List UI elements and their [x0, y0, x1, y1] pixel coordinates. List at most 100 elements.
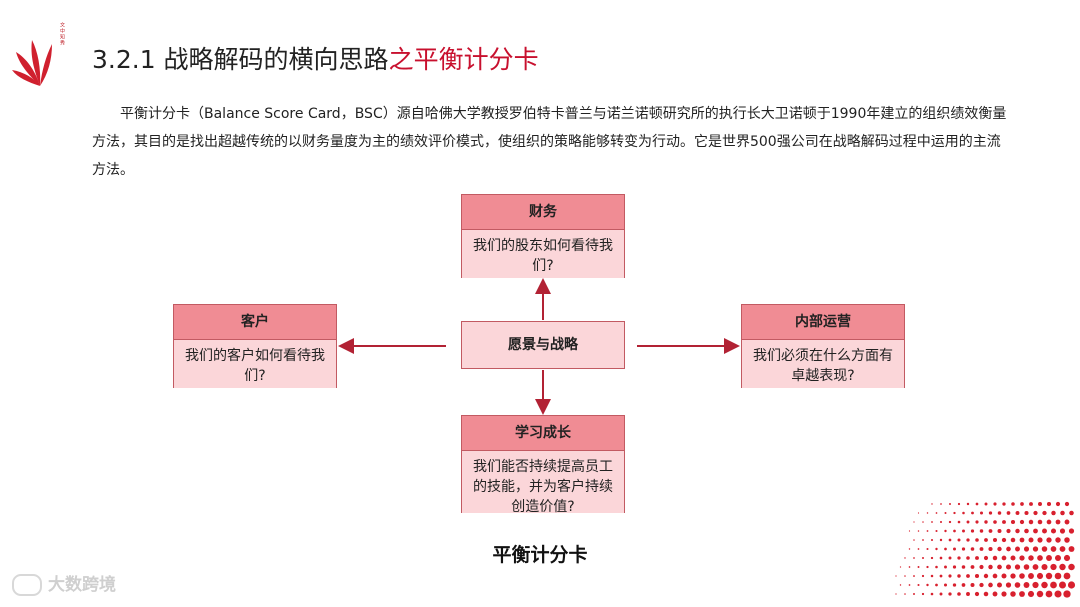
- decorative-dot: [988, 564, 993, 570]
- brand-logo: [12, 40, 52, 86]
- customer-box: 客户 我们的客户如何看待我们?: [173, 304, 337, 388]
- decorative-dot: [1046, 537, 1052, 543]
- decorative-dot: [997, 529, 1002, 533]
- decorative-dot: [1010, 519, 1016, 525]
- decorative-dot: [1054, 572, 1062, 580]
- decorative-dot: [1064, 501, 1070, 507]
- decorative-dot: [926, 565, 929, 569]
- decorative-dot: [1064, 537, 1070, 543]
- decorative-dot: [966, 538, 970, 542]
- decorative-dot: [984, 538, 988, 542]
- decorative-dot: [979, 529, 984, 533]
- decorative-dot: [939, 520, 943, 524]
- learning-title: 学习成长: [462, 416, 624, 451]
- decorative-dot: [983, 555, 989, 561]
- decorative-dot: [1032, 546, 1039, 552]
- decorative-dot: [962, 511, 965, 515]
- decorative-dot: [944, 529, 947, 533]
- decorative-dot: [939, 592, 943, 596]
- decorative-dot: [913, 521, 915, 523]
- decorative-dot: [975, 538, 979, 542]
- customer-question: 我们的客户如何看待我们?: [174, 340, 336, 388]
- decorative-dot: [988, 582, 993, 588]
- decorative-dot: [974, 573, 980, 579]
- decorative-dot: [979, 511, 984, 515]
- decorative-dot: [1005, 564, 1012, 570]
- decorative-dot: [975, 556, 979, 560]
- decorative-dot: [971, 511, 974, 515]
- decorative-dot: [917, 583, 920, 587]
- decorative-dot: [957, 556, 961, 560]
- decorative-dot: [1006, 528, 1011, 534]
- decorative-dot: [948, 574, 952, 578]
- decorative-dot: [1036, 590, 1044, 598]
- decorative-dot: [957, 502, 961, 506]
- decorative-dot: [1002, 502, 1006, 506]
- decorative-dot: [948, 592, 952, 596]
- decorative-dot: [948, 520, 952, 524]
- decorative-dot: [1032, 581, 1039, 589]
- decorative-dot: [930, 538, 934, 542]
- learning-question: 我们能否持续提高员工的技能，并为客户持续创造价值?: [462, 451, 624, 515]
- decorative-dot: [988, 529, 993, 533]
- decorative-dot: [961, 583, 966, 587]
- decorative-dot: [1046, 501, 1052, 507]
- decorative-dot: [921, 574, 925, 578]
- decorative-dot: [1002, 520, 1006, 524]
- decorative-dot: [935, 547, 938, 551]
- watermark-text: 大数跨境: [48, 575, 116, 595]
- decorative-dot: [899, 584, 902, 586]
- decorative-dot: [1063, 590, 1071, 598]
- decorative-dot: [917, 566, 920, 568]
- decorative-dot: [961, 547, 966, 551]
- page-title: 3.2.1 战略解码的横向思路之平衡计分卡: [92, 40, 539, 76]
- decorative-dot: [1019, 555, 1025, 561]
- decorative-dot: [948, 556, 952, 560]
- decorative-dot: [1014, 564, 1021, 570]
- decorative-dot: [957, 574, 961, 578]
- decorative-dot: [930, 574, 934, 578]
- decorative-dot: [1028, 555, 1034, 561]
- decorative-dot: [939, 556, 943, 560]
- decorative-dot: [908, 530, 911, 532]
- decorative-dot: [962, 529, 965, 533]
- decorative-dot: [1068, 528, 1075, 534]
- decorative-dot: [970, 529, 975, 533]
- decorative-dot: [966, 592, 970, 596]
- decorative-dot: [939, 574, 943, 578]
- decorative-dot: [935, 565, 938, 569]
- decorative-dot: [1063, 554, 1071, 562]
- decorative-dot: [997, 546, 1002, 552]
- decorative-dot: [922, 539, 924, 541]
- decorative-dot: [904, 575, 906, 577]
- decorative-dot: [1042, 528, 1047, 534]
- decorative-dot: [926, 583, 929, 587]
- decorative-dot: [1041, 546, 1048, 552]
- decorative-dot: [1059, 528, 1066, 534]
- decorative-dot: [935, 529, 938, 533]
- decorative-dot: [953, 529, 956, 533]
- decorative-dot: [970, 547, 975, 551]
- decorative-dot: [1015, 511, 1020, 515]
- decorative-dot: [1010, 537, 1016, 543]
- decorative-dot: [943, 583, 948, 587]
- decorative-dot: [1023, 546, 1030, 552]
- decorative-dot: [1046, 555, 1052, 561]
- decorative-dot: [935, 512, 938, 514]
- customer-title: 客户: [174, 305, 336, 340]
- decorative-dot: [899, 566, 902, 568]
- decorative-dot: [1055, 537, 1061, 543]
- intro-paragraph: 平衡计分卡（Balance Score Card，BSC）源自哈佛大学教授罗伯特…: [92, 106, 1007, 178]
- decorative-dot: [1010, 573, 1016, 579]
- learning-growth-box: 学习成长 我们能否持续提高员工的技能，并为客户持续创造价值?: [461, 415, 625, 515]
- title-highlight: 之平衡计分卡: [388, 45, 539, 74]
- decorative-dot: [1038, 502, 1042, 506]
- decorative-dot: [917, 512, 920, 514]
- decorative-dot: [1024, 510, 1029, 516]
- decorative-dot: [1029, 502, 1033, 506]
- decorative-dot: [1050, 546, 1057, 552]
- decorative-dots: [895, 501, 1076, 598]
- decorative-dot: [988, 546, 993, 552]
- watermark-icon: [12, 574, 42, 596]
